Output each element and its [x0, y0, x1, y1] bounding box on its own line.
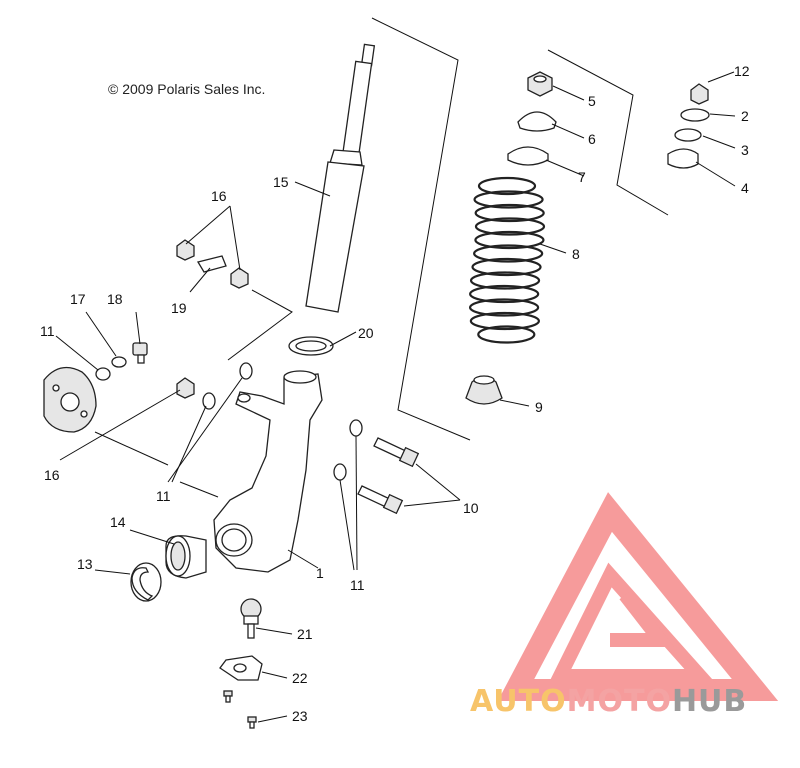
part-20-ring-inner	[295, 340, 327, 352]
spring-coil	[473, 190, 544, 209]
part-23-screw-b	[247, 716, 257, 729]
part-3-washer	[674, 128, 702, 142]
part-1-steering-knuckle	[213, 370, 323, 573]
callout-18: 18	[107, 291, 123, 307]
part-13-snap-ring	[131, 567, 154, 601]
watermark-text-moto: MOTO	[566, 684, 672, 719]
copyright-notice: © 2009 Polaris Sales Inc.	[108, 81, 266, 97]
spring-coil	[473, 244, 544, 263]
callout-22: 22	[292, 670, 308, 686]
callout-8: 8	[572, 246, 580, 262]
part-16-nut-c	[176, 377, 195, 399]
spring-coil	[474, 217, 546, 236]
leader-lines	[55, 71, 736, 723]
part-6-cone	[517, 111, 557, 132]
part-14-bearing	[165, 535, 207, 579]
callout-4: 4	[741, 180, 749, 196]
part-5-nut	[527, 71, 553, 97]
callout-6: 6	[588, 131, 596, 147]
callout-21: 21	[297, 626, 313, 642]
automotohub-watermark: AUTOMOTOHUB	[470, 684, 800, 719]
callout-16-a: 16	[211, 188, 227, 204]
part-16-nut-b	[230, 267, 249, 289]
callout-20: 20	[358, 325, 374, 341]
callout-3: 3	[741, 142, 749, 158]
part-18-bolt	[132, 342, 148, 364]
watermark-triangle-logo	[497, 492, 779, 701]
watermark-text-hub: HUB	[671, 684, 748, 719]
callout-15: 15	[273, 174, 289, 190]
part-13-snap-ring-loop	[130, 562, 162, 602]
spring-coil	[474, 203, 545, 223]
part-8-coil-spring	[468, 176, 546, 344]
callout-labels: 1 2 3 4 5 6 7 8 9 10 11 12 13 14 15 16 1…	[40, 63, 750, 724]
callout-23: 23	[292, 708, 308, 724]
callout-2: 2	[741, 108, 749, 124]
bracket-lines	[94, 17, 669, 498]
part-23-screw-a	[223, 690, 233, 703]
part-11-washer-d	[349, 419, 363, 437]
part-16-nut-a	[176, 239, 195, 261]
part-21-ball-joint	[240, 598, 262, 639]
part-15-shock-absorber	[305, 43, 376, 313]
spring-coil	[469, 271, 541, 290]
callout-7: 7	[578, 169, 586, 185]
part-19-clip	[196, 255, 227, 273]
callout-16-b: 16	[44, 467, 60, 483]
spring-coil	[477, 176, 537, 196]
part-10-bolt-b	[357, 485, 404, 515]
part-7-spring-seat	[507, 146, 549, 166]
part-4-cup	[667, 148, 699, 169]
callout-11-c: 11	[350, 577, 365, 593]
logo-triangle-outer	[497, 492, 779, 701]
part-11-washer-e	[333, 463, 347, 481]
part-12-nut	[690, 83, 709, 105]
callout-14: 14	[110, 514, 126, 530]
part-11-washer-b	[239, 362, 253, 380]
callout-5: 5	[588, 93, 596, 109]
spring-coil	[469, 311, 540, 331]
part-9-bump-stop	[465, 375, 503, 405]
callout-10: 10	[463, 500, 479, 516]
callout-19: 19	[171, 300, 187, 316]
callout-9: 9	[535, 399, 543, 415]
spring-coil	[477, 325, 536, 344]
spring-coil	[471, 257, 542, 277]
logo-inner-stroke	[610, 590, 675, 647]
callout-11-b: 11	[156, 488, 171, 504]
callout-11-a: 11	[40, 323, 55, 339]
callout-13: 13	[77, 556, 93, 572]
part-2-washer	[680, 108, 710, 122]
part-10-bolt-a	[373, 437, 420, 468]
callout-17: 17	[70, 291, 86, 307]
part-22-plate-hole	[233, 663, 247, 673]
brake-caliper-assembly	[43, 366, 97, 433]
spring-coil	[469, 284, 540, 304]
spring-coil	[474, 230, 545, 250]
part-17-washer	[111, 356, 127, 368]
part-11-washer-c	[202, 392, 216, 410]
part-11-washer-a	[95, 367, 111, 381]
watermark-text-auto: AUTO	[470, 684, 567, 719]
callout-12: 12	[734, 63, 750, 79]
callout-1: 1	[316, 565, 324, 581]
spring-coil	[468, 298, 540, 317]
